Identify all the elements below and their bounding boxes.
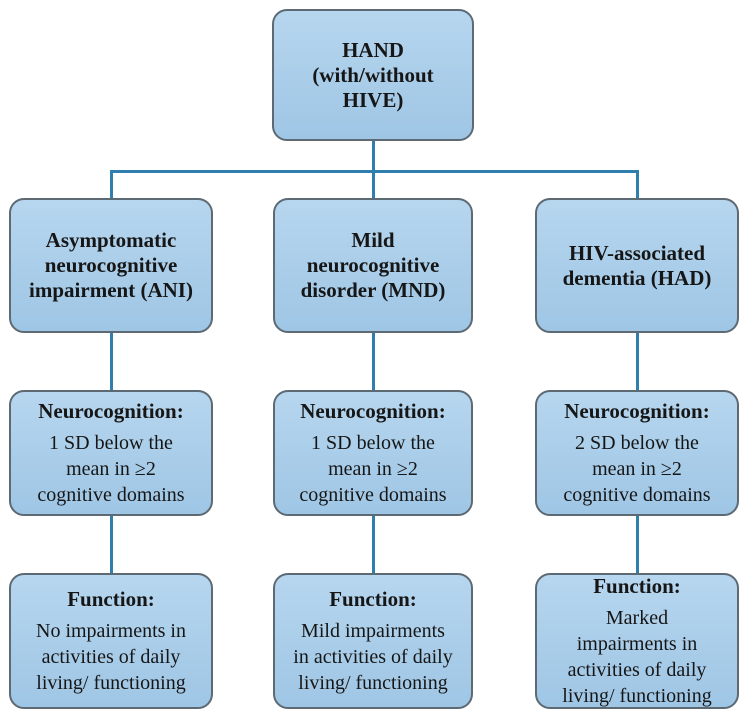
- node-had-neurocognition-body: 2 SD below the mean in ≥2 cognitive doma…: [563, 431, 711, 506]
- node-mnd-neurocognition-heading: Neurocognition:: [300, 398, 446, 423]
- node-mnd-neurocognition-body: 1 SD below the mean in ≥2 cognitive doma…: [299, 431, 447, 506]
- node-mnd-function: Function: Mild impairments in activities…: [273, 573, 473, 709]
- node-ani-function-heading: Function:: [67, 586, 155, 611]
- connector-root-stem: [372, 141, 375, 172]
- node-ani-function: Function: No impairments in activities o…: [9, 573, 213, 709]
- node-ani-neurocognition-heading: Neurocognition:: [38, 398, 184, 423]
- connector-had-neurocognition: [636, 332, 639, 391]
- node-ani-neurocognition: Neurocognition: 1 SD below the mean in ≥…: [9, 390, 213, 516]
- node-had-function-body: Marked impairments in activities of dail…: [562, 606, 712, 707]
- connector-ani-function: [110, 515, 113, 574]
- connector-mnd-function: [372, 515, 375, 574]
- node-had: HIV-associated dementia (HAD): [535, 198, 739, 333]
- connector-drop-had: [636, 170, 639, 199]
- node-ani: Asymptomatic neurocognitive impairment (…: [9, 198, 213, 333]
- node-mnd-neurocognition: Neurocognition: 1 SD below the mean in ≥…: [273, 390, 473, 516]
- node-had-function-heading: Function:: [593, 573, 681, 598]
- connector-had-function: [636, 515, 639, 574]
- node-mnd-function-body: Mild impairments in activities of daily …: [293, 619, 453, 694]
- node-hand-root: HAND (with/without HIVE): [272, 9, 474, 141]
- node-mnd-label: Mild neurocognitive disorder (MND): [300, 228, 446, 302]
- node-had-label: HIV-associated dementia (HAD): [562, 240, 712, 290]
- node-had-neurocognition: Neurocognition: 2 SD below the mean in ≥…: [535, 390, 739, 516]
- node-ani-function-body: No impairments in activities of daily li…: [36, 619, 186, 694]
- node-ani-neurocognition-body: 1 SD below the mean in ≥2 cognitive doma…: [37, 431, 185, 506]
- node-had-neurocognition-heading: Neurocognition:: [564, 398, 710, 423]
- node-hand-root-label: HAND (with/without HIVE): [312, 37, 434, 112]
- connector-drop-mnd: [372, 170, 375, 199]
- connector-ani-neurocognition: [110, 332, 113, 391]
- node-mnd: Mild neurocognitive disorder (MND): [273, 198, 473, 333]
- node-had-function: Function: Marked impairments in activiti…: [535, 573, 739, 709]
- connector-mnd-neurocognition: [372, 332, 375, 391]
- node-ani-label: Asymptomatic neurocognitive impairment (…: [29, 228, 193, 302]
- node-mnd-function-heading: Function:: [329, 586, 417, 611]
- connector-drop-ani: [110, 170, 113, 199]
